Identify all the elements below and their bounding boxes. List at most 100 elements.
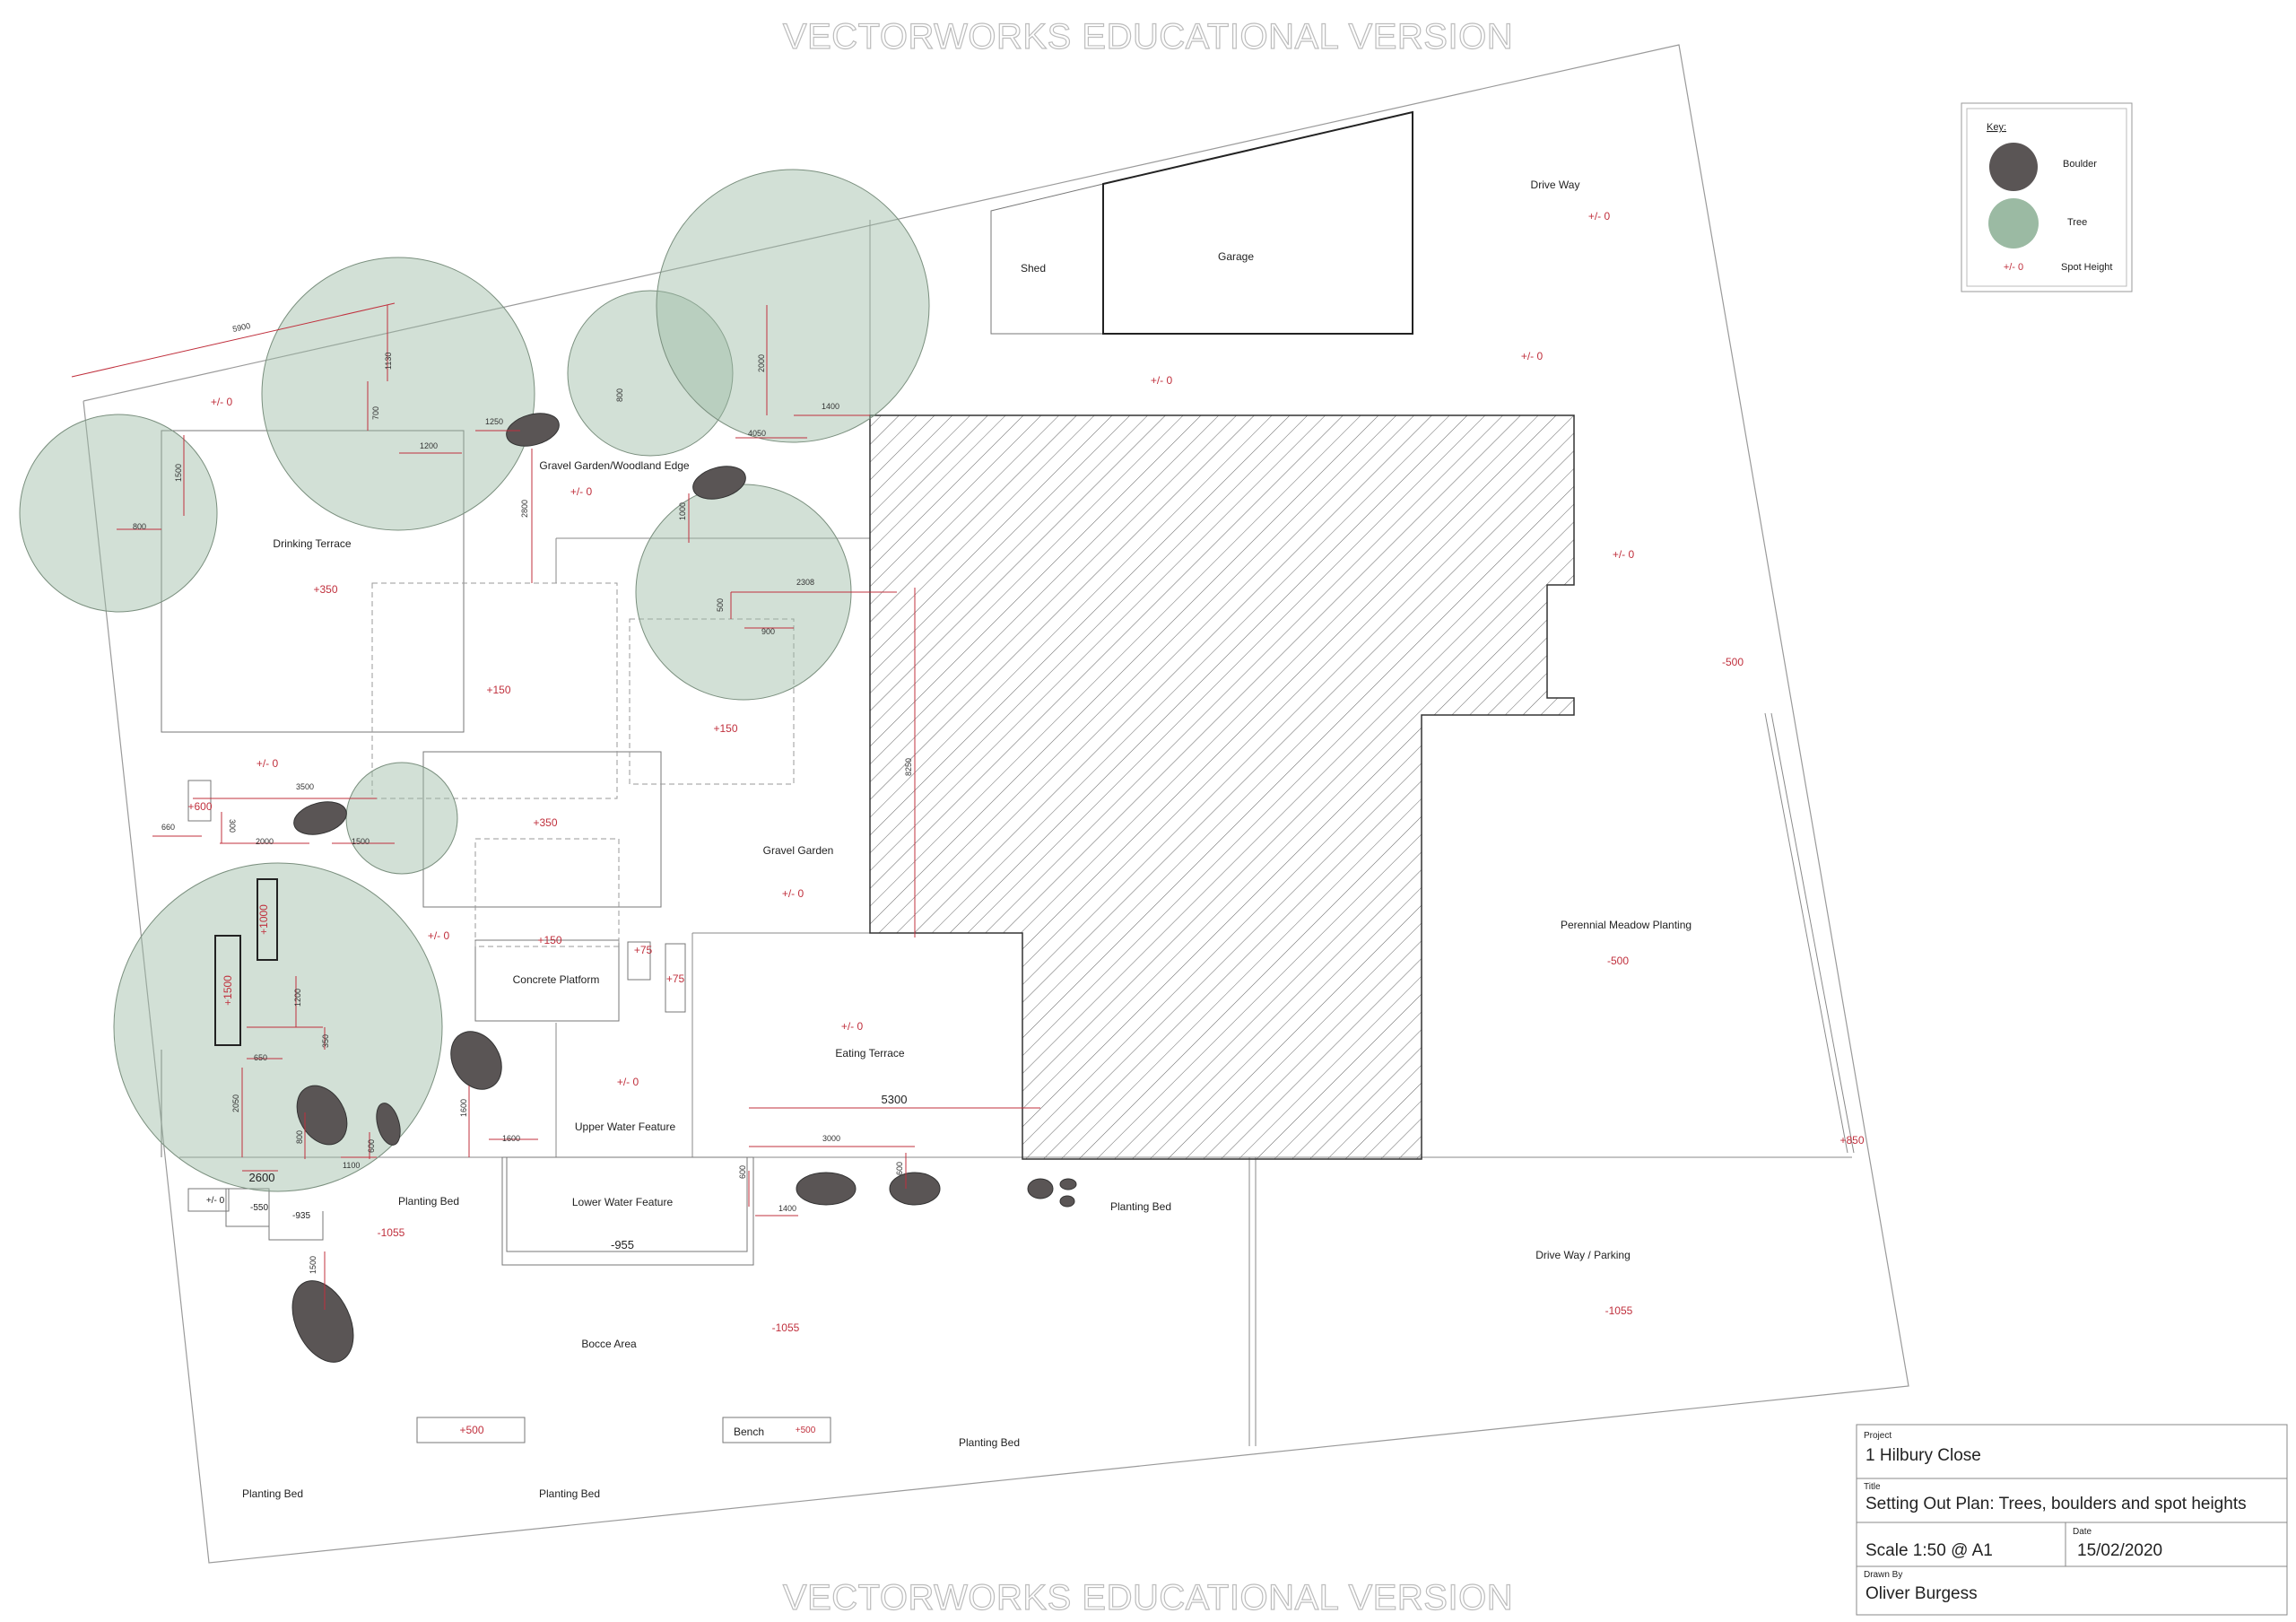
raised-planters bbox=[214, 878, 278, 1046]
title-block: Project 1 Hilbury Close Title Setting Ou… bbox=[1856, 1424, 2288, 1616]
dim-2308: 2308 bbox=[796, 578, 814, 587]
label-upper-water-feature: Upper Water Feature bbox=[575, 1121, 676, 1133]
garage-label: Garage bbox=[1218, 250, 1254, 263]
label-gravel-garden: Gravel Garden bbox=[763, 844, 834, 857]
key-heading: Key: bbox=[1987, 122, 2006, 133]
label-concrete-platform: Concrete Platform bbox=[513, 973, 600, 986]
dim-1200b: 1200 bbox=[293, 989, 302, 1007]
boulder bbox=[450, 1031, 502, 1090]
shed: Shed bbox=[990, 183, 1104, 335]
boulder bbox=[293, 801, 347, 835]
label-planting-bed: Planting Bed bbox=[398, 1195, 459, 1208]
dim-900: 900 bbox=[761, 627, 775, 636]
dim-5300: 5300 bbox=[882, 1093, 908, 1106]
boulder bbox=[376, 1103, 401, 1146]
dim-800c: 800 bbox=[295, 1130, 304, 1144]
boulder bbox=[1059, 1195, 1075, 1208]
spot-height: -935 bbox=[292, 1211, 310, 1221]
boulder bbox=[796, 1172, 857, 1206]
dim-350: 350 bbox=[321, 1034, 330, 1048]
spot-height: -500 bbox=[1607, 955, 1629, 967]
spot-height: +850 bbox=[1839, 1134, 1864, 1147]
spot-height: +/- 0 bbox=[206, 1196, 225, 1206]
dim-600c: 600 bbox=[895, 1162, 904, 1175]
spot-height: +1000 bbox=[257, 904, 270, 935]
dim-1500c: 1500 bbox=[309, 1256, 317, 1274]
spot-height: +500 bbox=[796, 1426, 816, 1435]
dim-2000b: 2000 bbox=[256, 837, 274, 846]
dim-1400b: 1400 bbox=[778, 1204, 796, 1213]
spot-height: +/- 0 bbox=[428, 929, 450, 942]
spot-height: -1055 bbox=[1605, 1304, 1633, 1317]
dim-800b: 800 bbox=[615, 388, 624, 402]
boulder bbox=[692, 466, 746, 500]
spot-height: -955 bbox=[611, 1238, 634, 1251]
label-planting-bed: Planting Bed bbox=[1110, 1200, 1171, 1213]
dim-1100: 1100 bbox=[343, 1161, 360, 1170]
spot-heights: +/- 0 +/- 0 +/- 0 +/- 0 +/- 0 +/- 0 +/- … bbox=[187, 210, 1864, 1436]
spot-height: +/- 0 bbox=[782, 887, 804, 900]
date-value: 15/02/2020 bbox=[2077, 1541, 2162, 1560]
dim-5900: 5900 bbox=[231, 321, 251, 334]
label-planting-bed: Planting Bed bbox=[959, 1436, 1020, 1449]
area-outlines bbox=[161, 430, 831, 1443]
dashed-outlines bbox=[371, 582, 795, 947]
spot-height: +75 bbox=[634, 944, 653, 956]
tree bbox=[19, 414, 218, 613]
project-label: Project bbox=[1864, 1431, 1892, 1441]
title-label: Title bbox=[1864, 1482, 1881, 1492]
scale-value: Scale 1:50 @ A1 bbox=[1866, 1541, 1993, 1560]
spot-height: -1055 bbox=[378, 1226, 405, 1239]
spot-height: +150 bbox=[486, 684, 510, 696]
area-labels: Drive Way Drinking Terrace Gravel Garden… bbox=[242, 179, 1692, 1500]
dim-800: 800 bbox=[133, 522, 146, 531]
watermark-top: VECTORWORKS EDUCATIONAL VERSION bbox=[783, 17, 1513, 57]
label-drinking-terrace: Drinking Terrace bbox=[273, 537, 351, 550]
key-boulder-label: Boulder bbox=[2063, 159, 2097, 170]
spot-height: +150 bbox=[713, 722, 737, 735]
tree bbox=[656, 169, 930, 443]
dim-2000: 2000 bbox=[757, 354, 766, 372]
spot-height: +/- 0 bbox=[1521, 350, 1544, 362]
label-eating-terrace: Eating Terrace bbox=[835, 1047, 904, 1060]
dim-2050: 2050 bbox=[231, 1094, 240, 1112]
spot-height: +1500 bbox=[222, 975, 234, 1006]
key-tree-label: Tree bbox=[2067, 217, 2087, 228]
dim-600b: 600 bbox=[738, 1165, 747, 1179]
spot-height: +/- 0 bbox=[617, 1076, 639, 1088]
drawn-by-value: Oliver Burgess bbox=[1866, 1584, 1978, 1603]
key-legend: Key: Boulder Tree +/- 0 Spot Height bbox=[1961, 102, 2133, 292]
dim-1130: 1130 bbox=[384, 353, 393, 370]
dim-300: 300 bbox=[228, 819, 237, 833]
dim-660: 660 bbox=[161, 823, 175, 832]
spot-height: -550 bbox=[250, 1203, 268, 1213]
dim-1400: 1400 bbox=[822, 402, 839, 411]
spot-height: +500 bbox=[459, 1424, 483, 1436]
dim-4050: 4050 bbox=[748, 429, 766, 438]
spot-height: +/- 0 bbox=[1588, 210, 1611, 222]
spot-height: +350 bbox=[313, 583, 337, 596]
spot-height: +/- 0 bbox=[570, 485, 593, 498]
dim-650: 650 bbox=[254, 1053, 267, 1062]
label-drive-way: Drive Way bbox=[1531, 179, 1580, 191]
site-boundary bbox=[83, 44, 1909, 1564]
dim-2600: 2600 bbox=[249, 1171, 275, 1184]
boulder-swatch bbox=[1989, 143, 2038, 191]
key-spot-height-label: Spot Height bbox=[2061, 262, 2112, 273]
label-planting-bed: Planting Bed bbox=[242, 1487, 303, 1500]
spot-height: +350 bbox=[533, 816, 557, 829]
dim-600: 600 bbox=[367, 1139, 376, 1153]
dim-1250: 1250 bbox=[485, 417, 503, 426]
dim-3000: 3000 bbox=[822, 1134, 840, 1143]
dim-3500: 3500 bbox=[296, 782, 314, 791]
spot-height: +600 bbox=[187, 800, 212, 813]
spot-height: +75 bbox=[666, 972, 685, 985]
boulder bbox=[889, 1172, 941, 1206]
boulder bbox=[506, 413, 560, 447]
dim-1200: 1200 bbox=[420, 441, 438, 450]
drawn-by-label: Drawn By bbox=[1864, 1570, 1902, 1580]
tree-swatch bbox=[1988, 198, 2039, 249]
tree bbox=[567, 290, 734, 457]
title-value: Setting Out Plan: Trees, boulders and sp… bbox=[1866, 1495, 2247, 1513]
